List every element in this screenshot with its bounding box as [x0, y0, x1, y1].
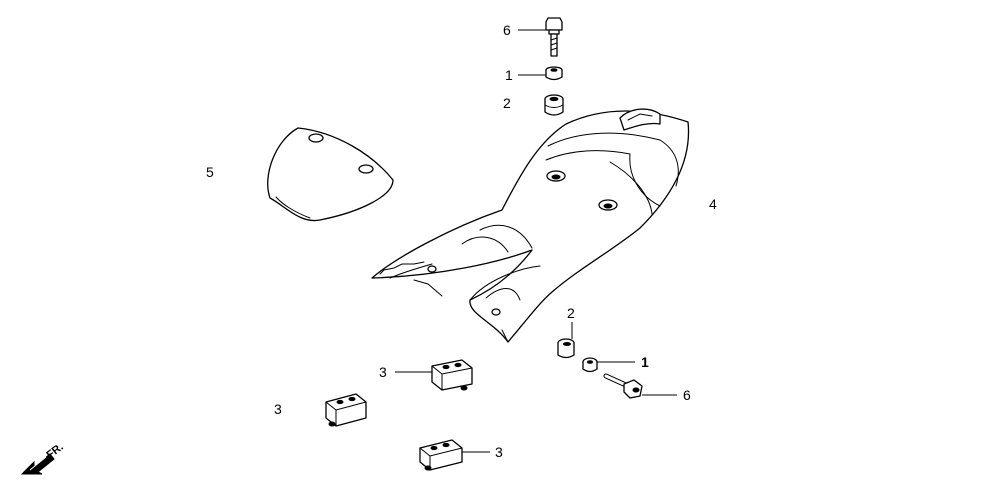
callout-1-top: 1 [505, 67, 513, 83]
callout-3-lower: 3 [495, 444, 503, 460]
callout-3-left: 3 [274, 401, 282, 417]
callout-2-bottom: 2 [567, 305, 575, 321]
cushion-block-lower-icon[interactable] [419, 439, 463, 471]
seat-pad-icon[interactable] [267, 127, 394, 222]
callout-6-top: 6 [503, 22, 511, 38]
collar-bottom-icon[interactable] [582, 357, 598, 373]
cushion-block-upper-icon[interactable] [431, 359, 473, 391]
collar-top-icon[interactable] [545, 66, 563, 81]
callout-5: 5 [206, 164, 214, 180]
callout-1-bottom: 1 [641, 354, 649, 370]
grommet-bottom-icon[interactable] [557, 338, 575, 359]
callout-4: 4 [709, 196, 717, 212]
rear-cowl-icon[interactable] [371, 108, 690, 343]
callout-6-bottom: 6 [683, 387, 691, 403]
front-arrow-icon [20, 453, 55, 475]
callout-3-upper: 3 [379, 364, 387, 380]
cushion-block-left-icon[interactable] [325, 393, 367, 427]
bolt-top-icon[interactable] [545, 17, 563, 57]
grommet-top-icon[interactable] [544, 94, 564, 116]
callout-2-top: 2 [503, 95, 511, 111]
bolt-bottom-icon[interactable] [603, 373, 643, 399]
